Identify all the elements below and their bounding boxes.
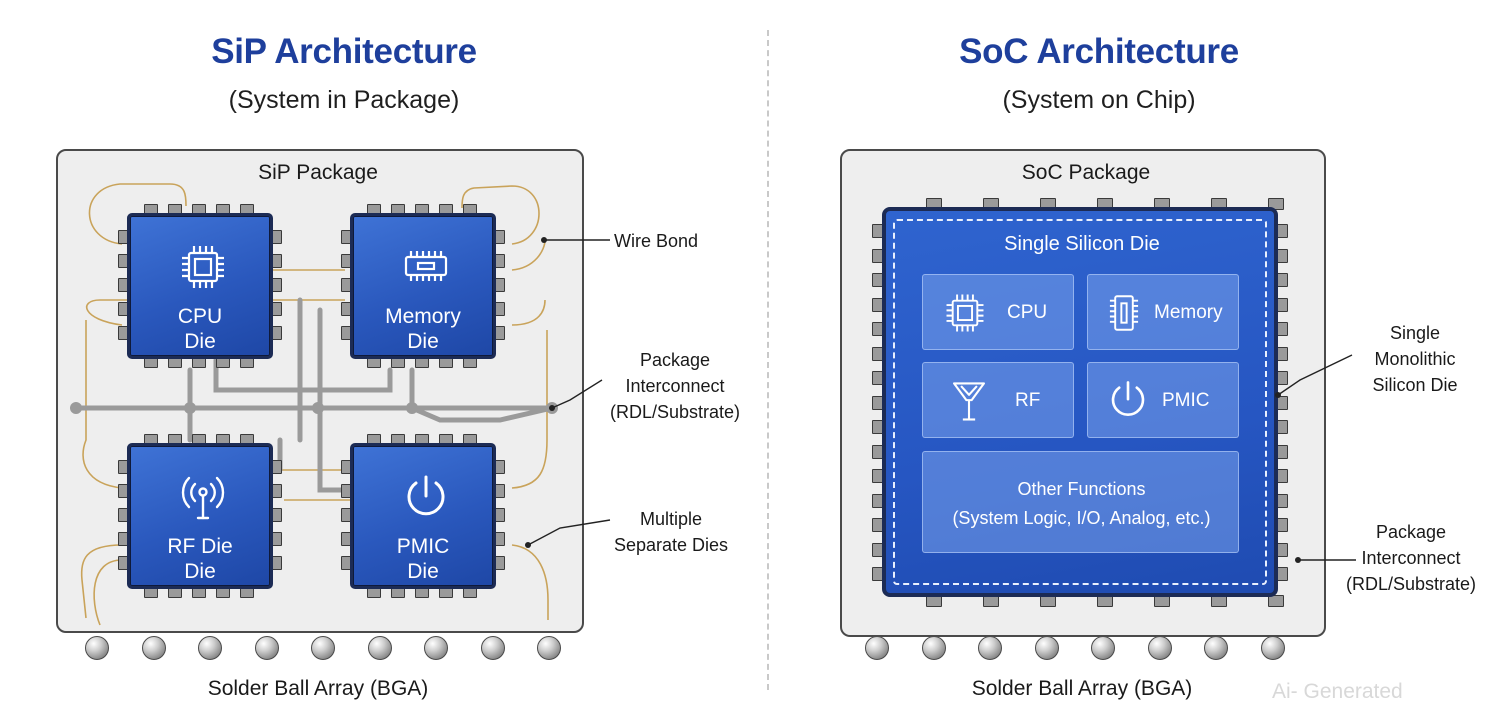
soc-pmic-label: PMIC [1162, 390, 1210, 411]
memory-icon [1109, 295, 1139, 331]
soc-memory-label: Memory [1154, 302, 1223, 323]
monolithic-annotation: Single Monolithic Silicon Die [1372, 323, 1458, 395]
solder-ball [424, 636, 448, 660]
solder-ball [311, 636, 335, 660]
solder-ball [537, 636, 561, 660]
soc-subtitle: (System on Chip) [1002, 86, 1196, 114]
wire-bonds [80, 183, 549, 626]
solder-ball [367, 636, 392, 660]
solder-ball [978, 636, 1002, 660]
wire-bond-annotation: Wire Bond [614, 231, 699, 251]
antenna-icon [181, 476, 225, 520]
sip-package-label: SiP Package [258, 161, 378, 184]
soc-interconnect-annotation: Package Interconnect (RDL/Substrate) [1345, 522, 1477, 594]
solder-ball [198, 636, 222, 660]
antenna-icon [952, 382, 986, 421]
solder-ball [1034, 636, 1059, 660]
solder-ball [1091, 636, 1115, 660]
soc-other-title: Other Functions [1017, 479, 1146, 499]
multiple-dies-annotation: Multiple Separate Dies [613, 509, 729, 555]
solder-ball [85, 636, 109, 660]
sip-title: SiP Architecture [211, 32, 477, 71]
sip-bga-label: Solder Ball Array (BGA) [207, 677, 429, 700]
soc-cpu-label: CPU [1007, 302, 1048, 323]
soc-die-boundary [893, 219, 1267, 585]
soc-package-label: SoC Package [1021, 161, 1151, 184]
soc-rf-block: RF [922, 362, 1074, 438]
memory-icon [404, 251, 448, 281]
soc-cpu-block: CPU [922, 274, 1074, 350]
power-icon [407, 475, 445, 516]
sip-interconnect-annotation: Package Interconnect (RDL/Substrate) [609, 350, 741, 422]
chip-icon [182, 246, 224, 288]
solder-ball [921, 636, 946, 660]
soc-memory-block: Memory [1087, 274, 1239, 350]
soc-other-subtitle: (System Logic, I/O, Analog, etc.) [952, 508, 1211, 528]
solder-ball [1147, 636, 1172, 660]
sip-subtitle: (System in Package) [228, 86, 460, 114]
soc-pmic-block: PMIC [1087, 362, 1239, 438]
solder-ball [480, 636, 505, 660]
soc-rf-label: RF [1015, 390, 1041, 411]
solder-ball [865, 636, 889, 660]
solder-ball [254, 636, 279, 660]
solder-ball [1204, 636, 1228, 660]
interconnect-vias [70, 402, 558, 414]
sip-leader-lines [527, 239, 611, 546]
die-pad [1268, 595, 1284, 607]
power-icon [1111, 381, 1145, 417]
section-divider [767, 30, 769, 690]
soc-bga-label: Solder Ball Array (BGA) [971, 677, 1193, 700]
chip-icon [946, 294, 984, 332]
solder-ball [141, 636, 166, 660]
solder-ball [1260, 636, 1285, 660]
soc-other-functions-block: Other Functions (System Logic, I/O, Anal… [922, 451, 1239, 553]
watermark: Ai- Generated [1272, 680, 1403, 703]
soc-title: SoC Architecture [959, 32, 1239, 71]
soc-die-label: Single Silicon Die [1004, 233, 1160, 255]
